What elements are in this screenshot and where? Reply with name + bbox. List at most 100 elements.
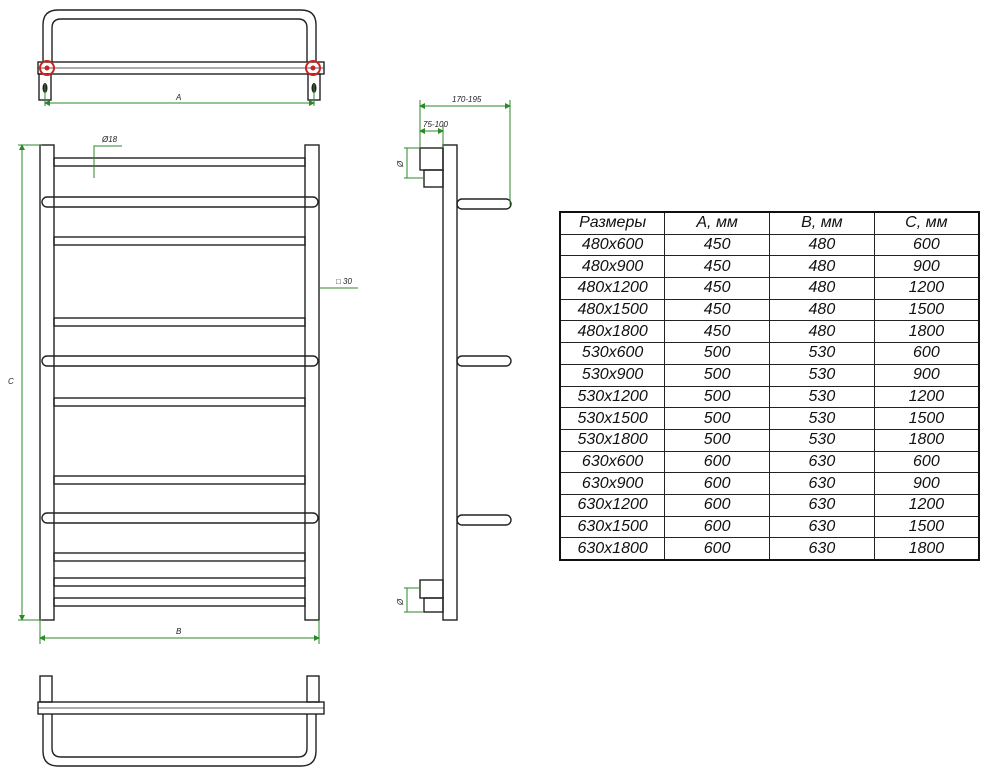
dimension-c-label: C [8,377,14,386]
table-cell: 1800 [873,537,980,561]
table-cell: 600 [664,537,770,561]
table-cell: 600 [873,233,980,257]
table-cell: 480 [769,255,875,279]
table-cell: 480x1500 [559,298,666,322]
table-cell: 530 [769,342,875,365]
table-cell: 500 [664,342,770,365]
header-c: С, мм [873,211,980,235]
front-view [39,144,320,621]
table-cell: 630x1200 [559,493,666,517]
table-cell: 450 [664,255,770,279]
table-cell: 530x600 [559,342,666,365]
table-cell: 900 [873,363,980,387]
table-cell: 530x1200 [559,385,666,409]
table-cell: 480x600 [559,233,666,257]
side-top-mark: Ø [396,160,405,168]
table-cell: 630 [769,537,875,561]
side-view [419,144,512,621]
table-cell: 530 [769,363,875,387]
header-a: А, мм [664,211,770,235]
dimension-b-label: B [176,627,182,636]
diameter-callout [93,145,122,178]
table-cell: 630x1500 [559,515,666,539]
table-cell: 630x900 [559,472,666,495]
table-cell: 1800 [873,320,980,344]
table-cell: 600 [664,493,770,517]
diameter-label: Ø18 [101,135,118,144]
table-cell: 480x1200 [559,277,666,300]
table-cell: 600 [873,342,980,365]
header-b: В, мм [769,211,875,235]
table-header-row: Размеры А, мм В, мм С, мм [559,211,980,235]
table-cell: 600 [664,450,770,474]
table-cell: 1200 [873,493,980,517]
table-cell: 1800 [873,428,980,452]
table-cell: 1500 [873,298,980,322]
table-cell: 480x1800 [559,320,666,344]
dimension-a [44,84,315,106]
table-cell: 630 [769,515,875,539]
table-cell: 1500 [873,515,980,539]
table-cell: 480x900 [559,255,666,279]
table-cell: 450 [664,298,770,322]
table-cell: 530 [769,407,875,430]
table-cell: 630 [769,450,875,474]
table-cell: 900 [873,255,980,279]
top-view [37,9,325,101]
table-cell: 530 [769,385,875,409]
table-cell: 1200 [873,277,980,300]
table-cell: 1500 [873,407,980,430]
table-cell: 500 [664,428,770,452]
table-cell: 1200 [873,385,980,409]
table-cell: 480 [769,233,875,257]
table-cell: 900 [873,472,980,495]
side-bottom-mark: Ø [396,598,405,606]
bottom-view [37,675,325,767]
table-cell: 450 [664,233,770,257]
header-sizes: Размеры [559,211,666,235]
table-cell: 630x600 [559,450,666,474]
table-cell: 600 [873,450,980,474]
table-cell: 630 [769,493,875,517]
valve-left-icon [39,60,55,93]
dimension-c [18,144,42,621]
table-cell: 500 [664,407,770,430]
table-cell: 630 [769,472,875,495]
table-cell: 600 [664,515,770,539]
table-cell: 450 [664,277,770,300]
table-cell: 630x1800 [559,537,666,561]
dimension-b [39,620,320,644]
table-cell: 480 [769,320,875,344]
dimension-depth [404,100,511,613]
table-cell: 480 [769,277,875,300]
square-profile-label: □ 30 [336,277,353,286]
depth-inner-label: 75-100 [423,120,448,129]
table-cell: 600 [664,472,770,495]
table-cell: 450 [664,320,770,344]
dimension-a-label: A [175,93,181,102]
table-cell: 530x1500 [559,407,666,430]
depth-outer-label: 170-195 [452,95,482,104]
table-cell: 500 [664,363,770,387]
table-cell: 530x1800 [559,428,666,452]
table-cell: 480 [769,298,875,322]
table-cell: 500 [664,385,770,409]
